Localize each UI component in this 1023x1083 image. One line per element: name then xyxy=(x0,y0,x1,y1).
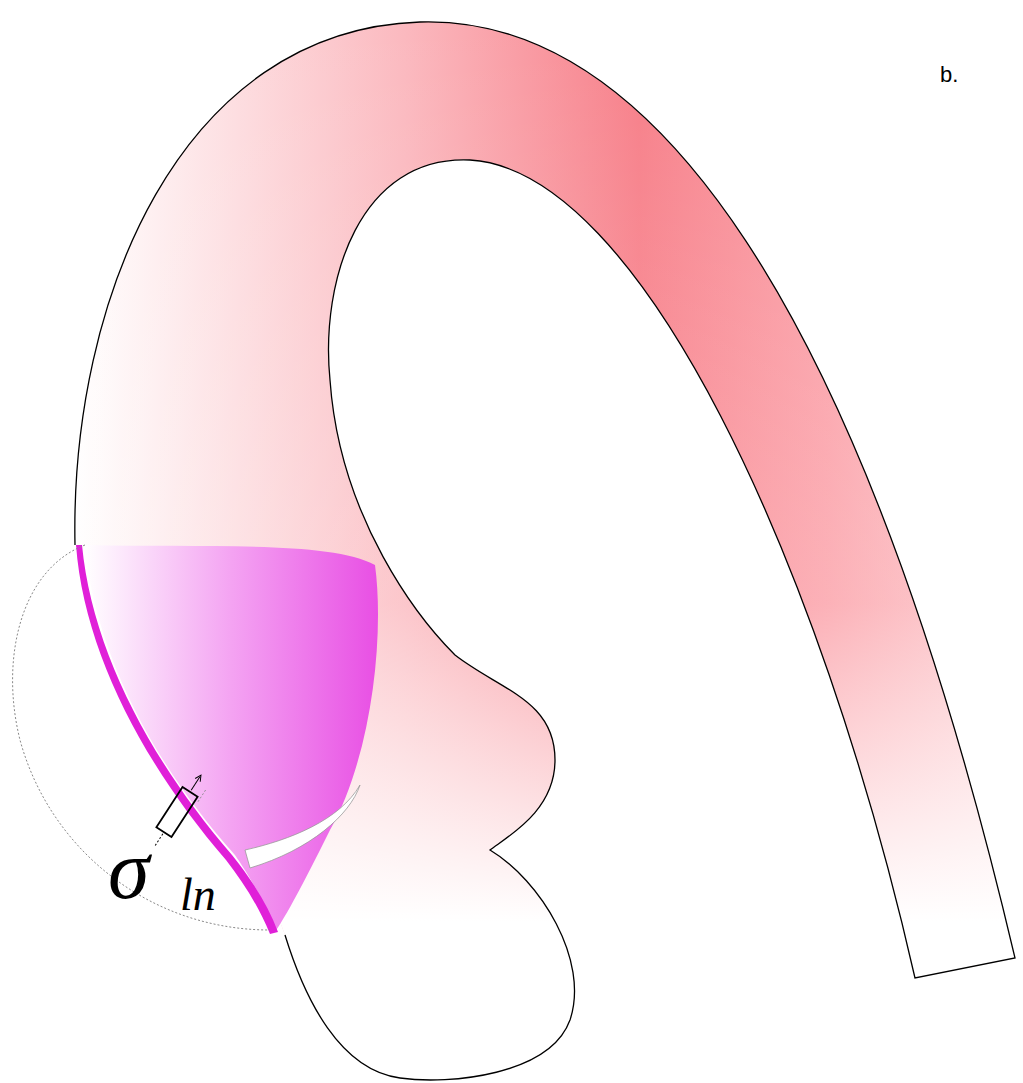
panel-letter: b. xyxy=(940,64,958,86)
stress-subscript: ln xyxy=(180,872,216,918)
stress-symbol: σ xyxy=(108,828,149,912)
